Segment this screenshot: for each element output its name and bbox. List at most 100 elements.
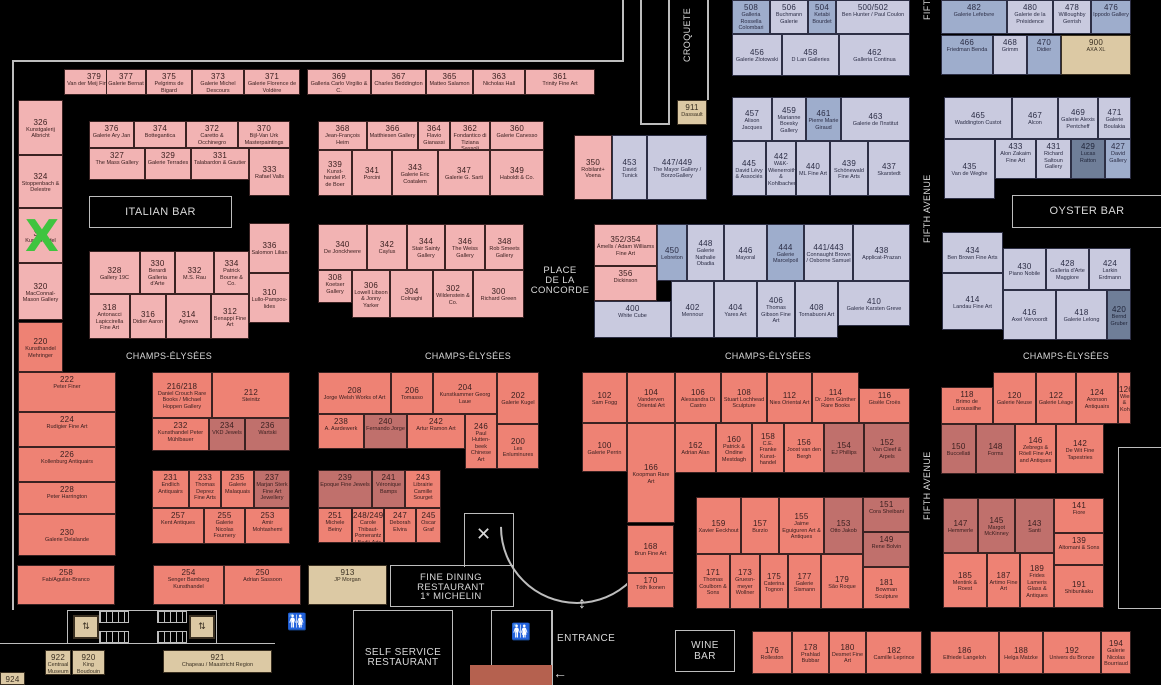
wine-bar[interactable]: WINE BAR (675, 630, 735, 672)
oyster-bar[interactable]: OYSTER BAR (1012, 195, 1161, 228)
